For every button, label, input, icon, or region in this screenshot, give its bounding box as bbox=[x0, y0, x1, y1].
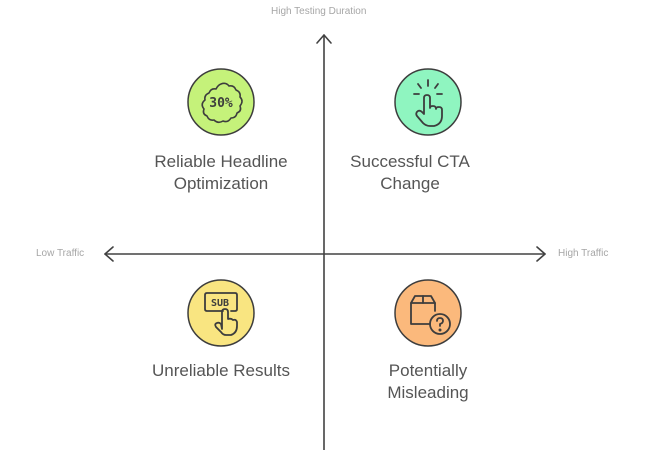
quadrant-label-line: Unreliable Results bbox=[152, 361, 290, 380]
quadrant-label-bottom-left: Unreliable Results bbox=[126, 360, 316, 382]
y-axis-top-label: High Testing Duration bbox=[271, 6, 367, 17]
tap-hand-icon bbox=[394, 68, 462, 136]
x-axis-left-label: Low Traffic bbox=[36, 248, 85, 259]
quadrant-label-line: Successful CTA bbox=[350, 152, 470, 171]
subscribe-button-click-icon: SUB bbox=[187, 279, 255, 347]
box-question-icon bbox=[394, 279, 462, 347]
up-arrow-head bbox=[316, 34, 332, 44]
right-arrow-head bbox=[536, 246, 546, 262]
svg-text:30%: 30% bbox=[209, 96, 233, 111]
badge-30-percent-icon: 30% bbox=[187, 68, 255, 136]
x-axis-right-label: High Traffic bbox=[558, 248, 609, 259]
quadrant-label-bottom-right: Potentially Misleading bbox=[333, 360, 523, 404]
svg-text:SUB: SUB bbox=[211, 298, 229, 309]
left-arrow-head bbox=[104, 246, 114, 262]
quadrant-label-line: Reliable Headline bbox=[154, 152, 288, 171]
quadrant-label-line: Misleading bbox=[387, 383, 469, 402]
quadrant-label-top-left: Reliable Headline Optimization bbox=[126, 151, 316, 195]
quadrant-label-line: Change bbox=[380, 174, 440, 193]
quadrant-label-top-right: Successful CTA Change bbox=[315, 151, 505, 195]
quadrant-label-line: Optimization bbox=[173, 174, 269, 193]
quadrant-label-line: Potentially bbox=[388, 361, 468, 380]
